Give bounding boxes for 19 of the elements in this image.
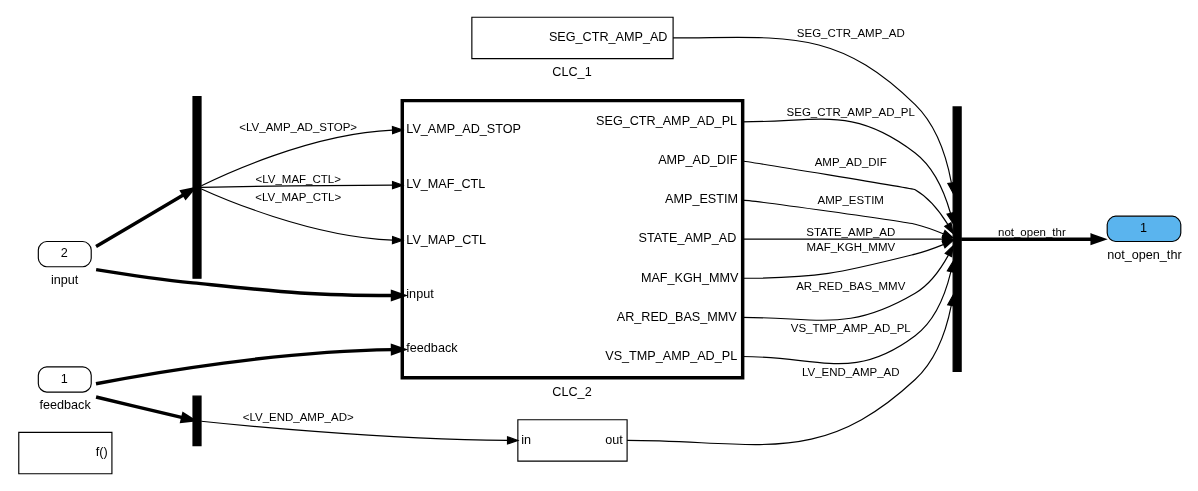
edge-label: AMP_AD_DIF bbox=[814, 155, 887, 168]
edge-label: AR_RED_BAS_MMV bbox=[795, 279, 905, 292]
edge-label: <LV_AMP_AD_STOP> bbox=[238, 121, 357, 134]
node-label: input bbox=[50, 272, 78, 287]
node-label: feedback bbox=[38, 398, 91, 413]
edge-label: <LV_MAP_CTL> bbox=[254, 191, 341, 204]
edge-label: SEG_CTR_AMP_AD_PL bbox=[786, 106, 915, 119]
edge-label: <LV_MAF_CTL> bbox=[255, 172, 341, 185]
edge-label: VS_TMP_AMP_AD_PL bbox=[790, 322, 911, 335]
edge-label: SEG_CTR_AMP_AD bbox=[796, 26, 905, 39]
node-label: CLC_2 bbox=[551, 385, 592, 400]
edge-label: LV_END_AMP_AD bbox=[801, 366, 899, 379]
edge-label: MAF_KGH_MMV bbox=[805, 240, 895, 253]
edge-label: STATE_AMP_AD bbox=[805, 225, 895, 238]
node-label: CLC_1 bbox=[551, 64, 592, 79]
edge-label: <LV_END_AMP_AD> bbox=[242, 410, 354, 423]
edge-label: not_open_thr bbox=[997, 225, 1066, 238]
edge-label: AMP_ESTIM bbox=[817, 193, 884, 206]
node-label: not_open_thr bbox=[1106, 247, 1182, 262]
